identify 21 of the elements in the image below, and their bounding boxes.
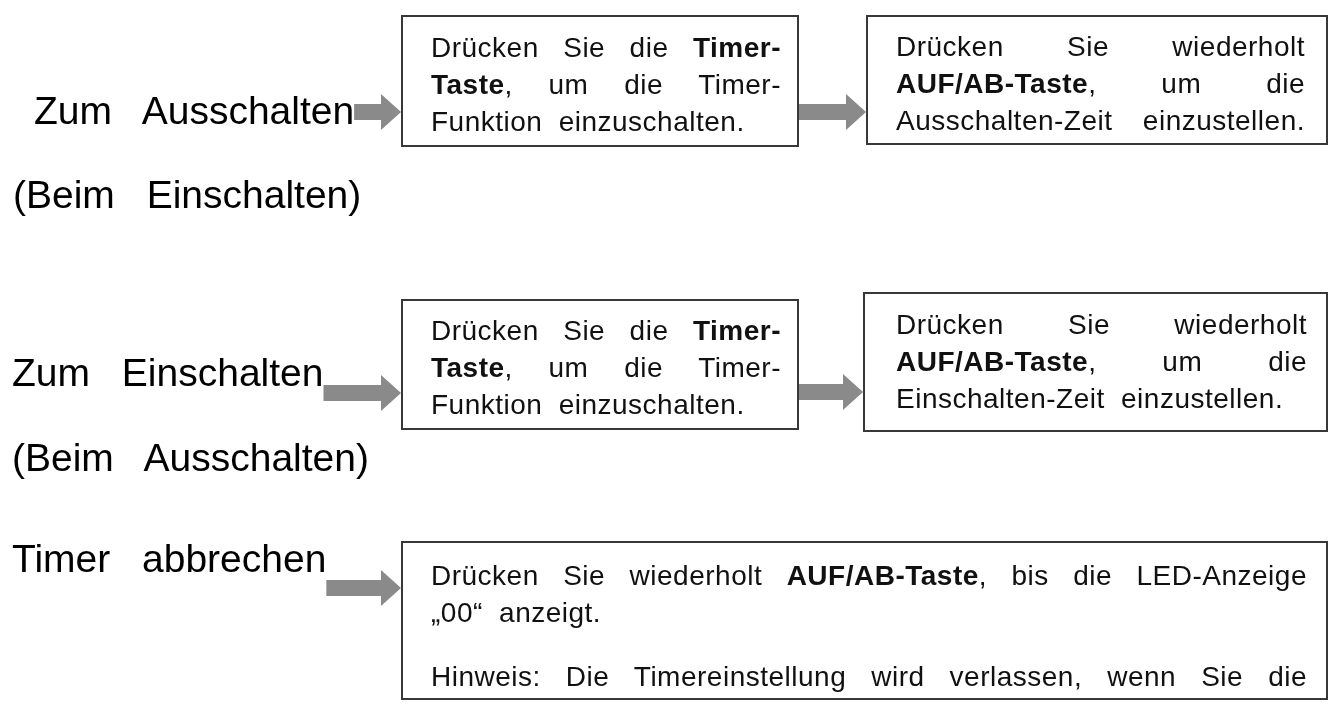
mode-label: Zum Ausschalten [34, 88, 355, 133]
condition-note: (Beim Einschalten) [13, 172, 362, 217]
instruction-text: Drücken Sie die Timer- Taste, um die Timer- Funktion einzuschalten. [431, 31, 781, 139]
arrow [799, 374, 863, 410]
mode-label: Zum Einschalten [12, 350, 324, 395]
note-text: Hinweis: Die Timereinstellung wird verlassen, wenn Sie die [431, 660, 1307, 694]
instruction-box [866, 15, 1328, 145]
instruction-text: Drücken Sie die Timer- Taste, um die Timer- Funktion einzuschalten. [431, 314, 781, 422]
arrow [354, 94, 401, 130]
arrow [799, 94, 866, 130]
arrow [323, 375, 401, 411]
condition-note: (Beim Ausschalten) [12, 435, 369, 480]
instruction-text: Drücken Sie wiederholt AUF/AB-Taste, bis die LED-Anzeige „00“ anzeigt. [431, 559, 1307, 630]
arrow [326, 570, 401, 606]
mode-label: Timer abbrechen [12, 536, 327, 581]
instruction-text: Drücken Sie wiederholt AUF/AB-Taste, um die Einschalten-Zeit einzustellen. [896, 308, 1307, 416]
instruction-text: Drücken Sie wiederholt AUF/AB-Taste, um die Ausschalten-Zeit einzustellen. [896, 30, 1305, 138]
instruction-box [401, 299, 799, 430]
instruction-box [401, 15, 799, 147]
instruction-box [863, 292, 1328, 432]
instruction-box [401, 541, 1328, 700]
